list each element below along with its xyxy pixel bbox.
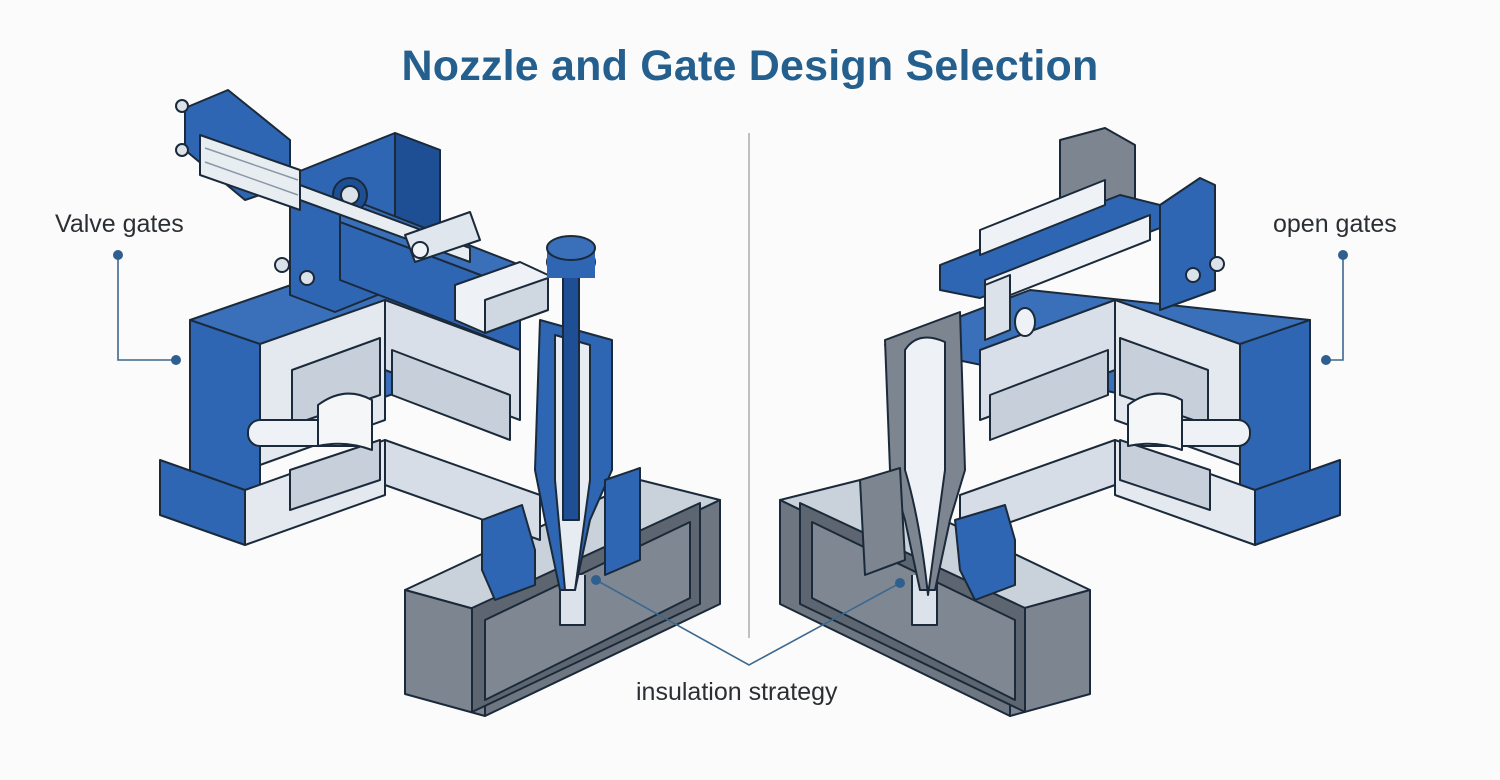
insulation-strategy-leader [595, 579, 901, 666]
valve-gate-assembly [159, 89, 721, 717]
open-gates-leader [1326, 255, 1344, 361]
pneumatic-cylinder [175, 89, 471, 263]
valve-gate-manifold-block [159, 267, 541, 546]
diagram-title: Nozzle and Gate Design Selection [401, 42, 1099, 90]
valve-gates-dot-end [171, 355, 181, 365]
leader-dots [113, 250, 1348, 588]
insulation-strategy-label: insulation strategy [636, 678, 838, 706]
open-gate-mold-plate [779, 479, 1091, 717]
valve-pin-linkage [404, 211, 549, 334]
open-gates-dot-end [1321, 355, 1331, 365]
valve-gate-nozzle [481, 235, 641, 601]
open-gate-assembly [779, 127, 1341, 717]
open-gates-dot-top [1338, 250, 1348, 260]
valve-gates-dot-top [113, 250, 123, 260]
valve-pin [562, 269, 580, 521]
leader-lines [117, 255, 1344, 666]
open-gate-nozzle [859, 311, 1016, 601]
insulation-dot-right [895, 578, 905, 588]
open-gate-top-housing [939, 127, 1225, 341]
insulation-dot-left [591, 575, 601, 585]
valve-gates-label: Valve gates [55, 210, 184, 238]
valve-gates-leader [117, 255, 176, 361]
open-gates-label: open gates [1273, 210, 1397, 238]
